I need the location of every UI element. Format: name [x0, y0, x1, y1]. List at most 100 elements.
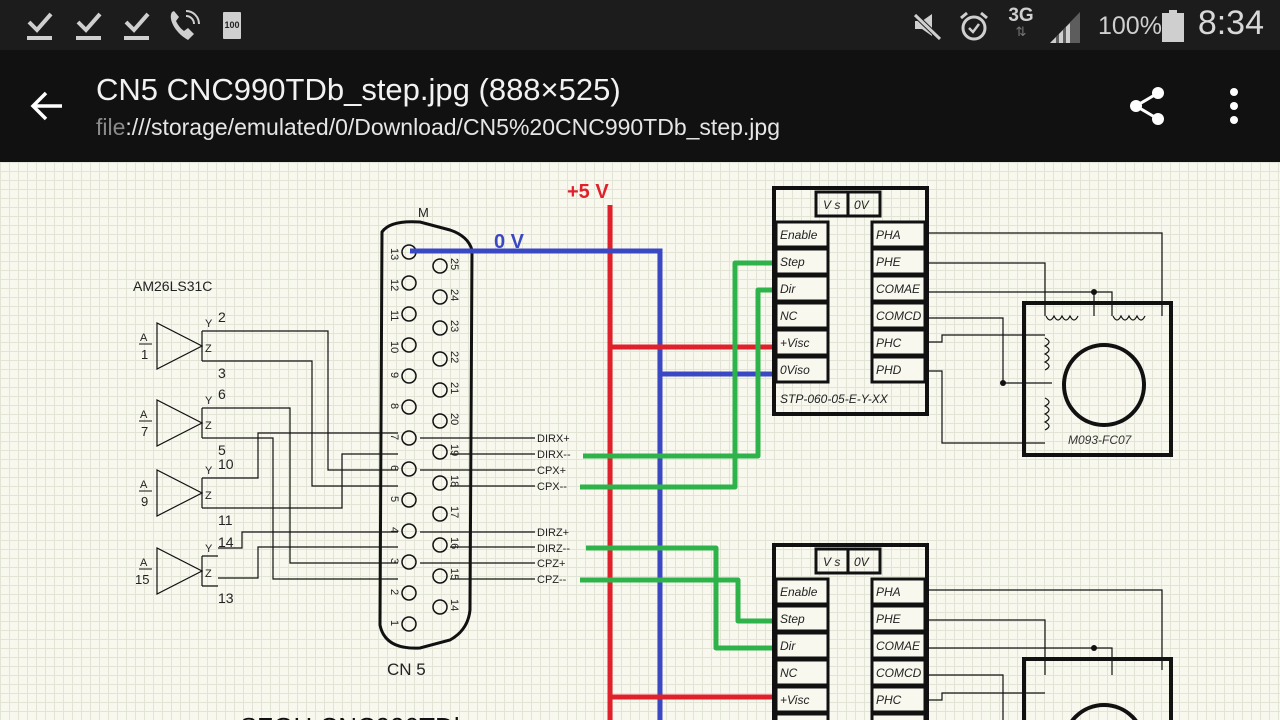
- driver-input-label: +Visc: [780, 336, 809, 350]
- rail-0v-label: 0 V: [494, 231, 525, 253]
- chip-label: AM26LS31C: [133, 278, 212, 294]
- driver-input-cell: [774, 604, 830, 633]
- pin-number: 18: [448, 475, 460, 487]
- signal-label: CPX+: [537, 465, 566, 477]
- driver-input-label: Dir: [780, 282, 796, 296]
- pin-number: 22: [448, 351, 460, 363]
- pin-number: 23: [448, 320, 460, 332]
- driver-output-cell: [870, 712, 927, 720]
- pin-number: 20: [448, 413, 460, 425]
- pin-number: 6: [388, 465, 400, 471]
- driver-input-cell: [774, 247, 830, 276]
- y-pin-number: 2: [218, 309, 226, 325]
- driver-output-cell: [870, 274, 927, 303]
- connector-pin: [401, 368, 417, 384]
- input-label: A: [140, 332, 148, 344]
- z-pin-number: 5: [218, 442, 226, 458]
- motor-wires-z: [927, 589, 1163, 720]
- pin-number: 4: [388, 527, 400, 533]
- connector-pin: [432, 599, 448, 615]
- ov-label: 0V: [854, 198, 870, 212]
- driver-input-cell: [774, 328, 830, 357]
- driver-input-label: Dir: [780, 639, 796, 653]
- download-complete-icon: [27, 12, 53, 40]
- more-vert-icon[interactable]: [1218, 84, 1250, 128]
- buffer-triangle-icon: [156, 322, 204, 370]
- input-label: A: [140, 479, 148, 491]
- driver-output-label: COMCD: [876, 309, 922, 323]
- signal-label: CPZ+: [537, 558, 565, 570]
- driver-input-label: Step: [780, 255, 805, 269]
- connector-pin: [432, 258, 448, 274]
- driver-output-cell: [870, 301, 927, 330]
- driver-output-cell: [870, 220, 927, 249]
- motor-x-label: M093-FC07: [1068, 433, 1133, 447]
- y-pin-number: 14: [218, 534, 234, 550]
- clock: 8:34: [1197, 4, 1264, 42]
- driver-output-label: COMAE: [876, 639, 921, 653]
- driver-output-label: COMAE: [876, 282, 921, 296]
- signal-label: DIRX+: [537, 433, 570, 445]
- signal-labels: DIRX+DIRX--CPX+CPX--DIRZ+DIRZ--CPZ+CPZ--: [537, 433, 571, 586]
- driver-input-label: Enable: [780, 585, 818, 599]
- output-z-label: Z: [205, 490, 212, 502]
- output-y-label: Y: [205, 465, 213, 477]
- connector-pin: [401, 337, 417, 353]
- signal-label: DIRX--: [537, 449, 571, 461]
- driver-output-label: PHC: [876, 336, 902, 350]
- pin-number: 3: [388, 558, 400, 564]
- driver-output-cell: [870, 328, 927, 357]
- network-3g-icon: 3G ⇅: [1008, 5, 1034, 39]
- driver-input-cell: [774, 631, 830, 660]
- wifi-call-icon: [170, 10, 200, 40]
- pin-number: 5: [388, 496, 400, 502]
- input-pin: 1: [141, 347, 148, 362]
- connector-pin: [432, 320, 448, 336]
- output-leads: [201, 330, 218, 362]
- connector-pins: 1312111098765432125242322212019181716151…: [388, 244, 460, 632]
- driver-wires: [218, 330, 535, 580]
- driver-input-cell: [774, 685, 830, 714]
- path-rest: :///storage/emulated/0/Download/CN5%20CN…: [125, 114, 780, 140]
- pin-number: 14: [448, 599, 460, 611]
- arrow-back-icon[interactable]: [28, 86, 68, 126]
- input-pin: 15: [135, 572, 149, 587]
- vs-label: V s: [823, 198, 840, 212]
- connector-pin: [432, 537, 448, 553]
- connector-pin: [401, 523, 417, 539]
- output-y-label: Y: [205, 543, 213, 555]
- driver-output-cell: [870, 604, 927, 633]
- driver-output-cell: [870, 577, 927, 606]
- output-leads: [201, 555, 218, 587]
- connector-pin: [401, 430, 417, 446]
- pin-number: 1: [388, 620, 400, 626]
- share-icon[interactable]: [1126, 84, 1170, 128]
- signal-label: DIRZ+: [537, 527, 569, 539]
- signal-label: DIRZ--: [537, 543, 570, 555]
- signal-wires: [580, 260, 778, 651]
- pin-number: 10: [388, 341, 400, 353]
- output-y-label: Y: [205, 395, 213, 407]
- driver-output-label: PHE: [876, 255, 902, 269]
- driver-model-label: STP-060-05-E-Y-XX: [780, 392, 889, 406]
- driver-output-cell: [870, 685, 927, 714]
- driver-output-label: PHC: [876, 693, 902, 707]
- vs-label: V s: [823, 555, 840, 569]
- driver-output-cell: [870, 355, 927, 384]
- bottom-caption: SZGH CNC990TDb: [240, 712, 468, 720]
- connector-pin: [401, 585, 417, 601]
- driver-output-label: COMCD: [876, 666, 922, 680]
- pin-number: 21: [448, 382, 460, 394]
- connector-pin: [401, 554, 417, 570]
- connector-label: CN 5: [387, 660, 426, 679]
- stepper-driver-z: V s0VEnableStepDirNC+Visc0VisoPHAPHECOMA…: [772, 543, 929, 720]
- z-pin-number: 3: [218, 365, 226, 381]
- driver-input-label: NC: [780, 309, 798, 323]
- connector-pin: [401, 492, 417, 508]
- pin-number: 16: [448, 537, 460, 549]
- file-title: CN5 CNC990TDb_step.jpg (888×525): [96, 72, 621, 107]
- connector-top-label: M: [418, 205, 429, 220]
